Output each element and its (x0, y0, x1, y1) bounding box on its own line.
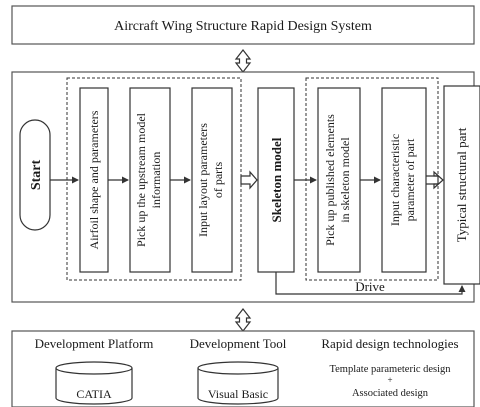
skeleton-model-label: Skeleton model (269, 137, 284, 222)
visual-basic-label: Visual Basic (208, 387, 268, 401)
catia-cylinder (55, 361, 133, 405)
step-characteristic-label: Input characteristic (388, 134, 402, 226)
step-layout-box (191, 87, 233, 273)
step-upstream-box (129, 87, 171, 273)
skeleton-model-box (257, 87, 295, 273)
structural-part-label: Typical structural part (454, 127, 469, 242)
step-airfoil-box (79, 87, 109, 273)
platform-title: Development Platform (35, 336, 154, 351)
step-characteristic-box (381, 87, 427, 273)
step-published-label-line2: in skeleton model (338, 137, 352, 223)
catia-label: CATIA (76, 387, 112, 401)
step-published-box (317, 87, 361, 273)
tech-line-3: Associated design (352, 388, 429, 399)
structural-part-box (443, 85, 480, 285)
tech-line-1: Template parameteric design (329, 364, 451, 375)
system-title: Aircraft Wing Structure Rapid Design Sys… (114, 19, 372, 34)
start-label: Start (29, 160, 44, 191)
top-connector-icon (234, 49, 252, 73)
title-panel (11, 5, 475, 45)
start-node (19, 119, 51, 231)
hollow-arrow-to-structural-part (426, 170, 444, 190)
step-airfoil-label: Airfoil shape and parameters (87, 110, 101, 249)
drive-label: Drive (355, 279, 385, 294)
bottom-connector-icon (234, 308, 252, 332)
step-layout-label-line2: of parts (211, 162, 225, 199)
step-upstream-label-line2: information (149, 152, 163, 209)
drive-connector (275, 272, 466, 295)
step-characteristic-label-line2: parameter of part (403, 138, 417, 221)
hollow-arrow-to-skeleton (240, 170, 258, 190)
tech-line-2: + (387, 375, 392, 385)
tool-title: Development Tool (190, 336, 287, 351)
step-published-label: Pick up published elements (323, 114, 337, 246)
step-layout-label: Input layout parameters (196, 123, 210, 237)
tech-title: Rapid design technologies (321, 336, 458, 351)
visual-basic-cylinder (197, 361, 279, 405)
step-upstream-label: Pick up the upstream model (134, 112, 148, 247)
